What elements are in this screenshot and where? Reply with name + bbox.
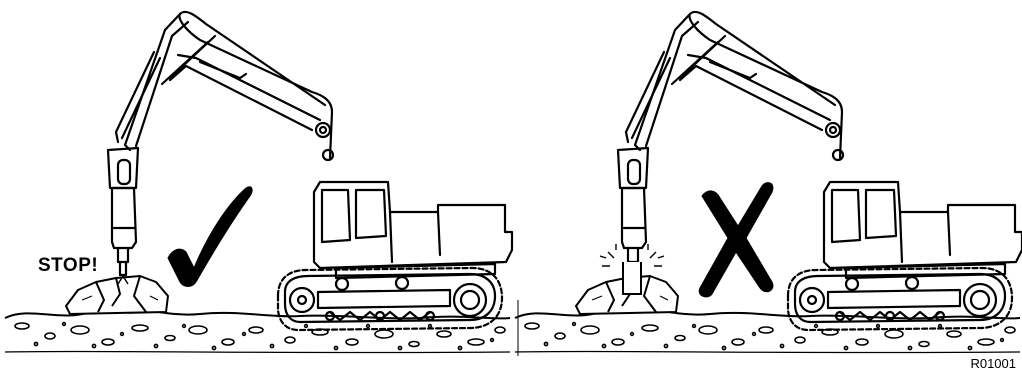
panel-correct <box>5 12 512 353</box>
excavator-right <box>618 12 1022 330</box>
figure-reference: R01001 <box>970 356 1016 371</box>
panel-incorrect <box>515 12 1022 353</box>
rock-left <box>66 276 168 314</box>
cross-mark-icon <box>699 183 773 297</box>
excavator-left <box>108 12 512 330</box>
check-mark-icon <box>168 187 252 287</box>
stop-label: STOP! <box>38 255 98 277</box>
